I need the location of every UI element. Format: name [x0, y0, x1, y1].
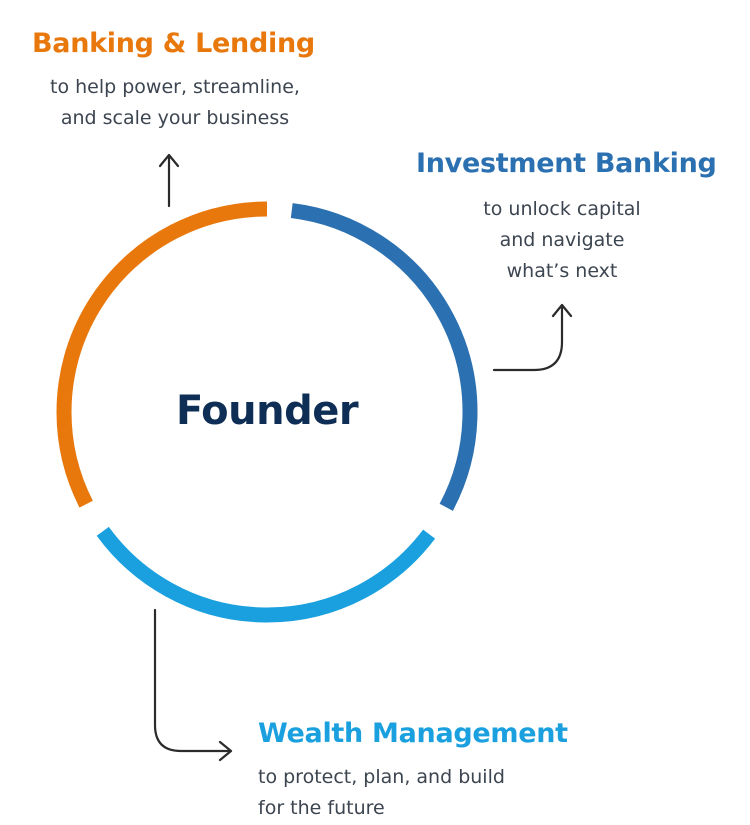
banking-lending-description-line: and scale your business	[60, 107, 290, 129]
wealth-management-title: Wealth Management	[258, 718, 568, 749]
investment-banking-description-line: what’s next	[506, 260, 618, 282]
arrow-curved-investment	[492, 303, 573, 372]
wealth-management-description-line: for the future	[258, 797, 385, 819]
banking-lending-description-line: to help power, streamline,	[50, 76, 300, 98]
wealth-management-description: to protect, plan, and build for the futu…	[258, 762, 505, 824]
investment-banking-description: to unlock capital and navigate what’s ne…	[462, 194, 662, 287]
banking-lending-arc	[56, 201, 268, 508]
banking-lending-description: to help power, streamline, and scale you…	[30, 72, 320, 134]
investment-banking-description-line: and navigate	[499, 229, 625, 251]
wealth-management-arc	[96, 526, 436, 623]
banking-lending-title: Banking & Lending	[32, 28, 315, 59]
investment-banking-arc	[290, 203, 478, 511]
investment-banking-description-line: to unlock capital	[483, 198, 641, 220]
investment-banking-title: Investment Banking	[416, 148, 717, 179]
founder-center-label: Founder	[175, 388, 359, 434]
wealth-management-description-line: to protect, plan, and build	[258, 766, 505, 788]
arrow-up-banking	[158, 153, 180, 208]
arrow-curved-wealth	[153, 608, 233, 762]
